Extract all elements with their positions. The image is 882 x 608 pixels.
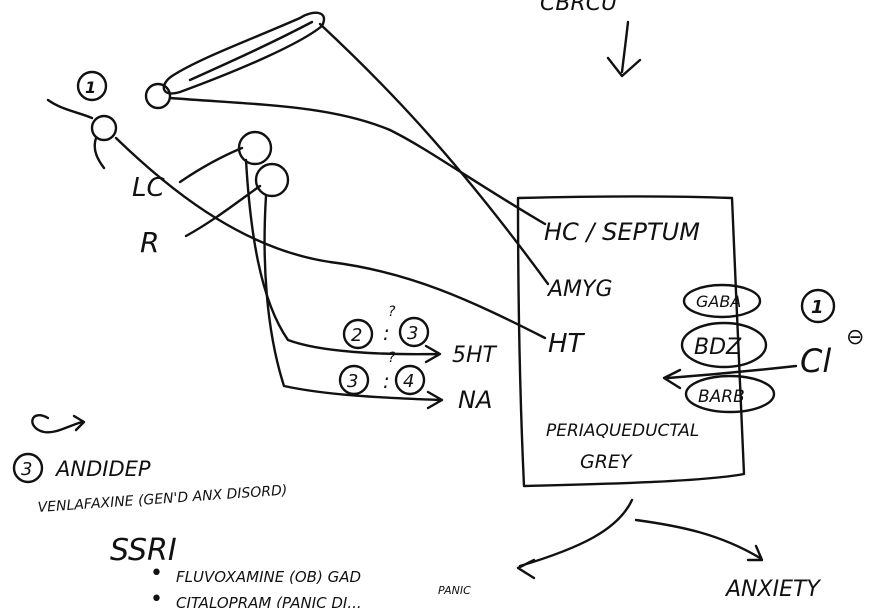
notes-line1: VENLAFAXINE (GEN'D ANX DISORD) [37, 483, 288, 516]
marker-circle-left [76, 70, 108, 102]
pathway-na [263, 194, 444, 410]
receptor-bdz-ellipse [680, 321, 768, 369]
box-bottom-line2: GREY [580, 451, 633, 473]
marker-left: 1 [85, 78, 96, 97]
lower-nucleus-circle [254, 162, 290, 198]
num-5ht-b: 3 [407, 323, 418, 344]
notes-bullet1-sup: PANIC [438, 584, 471, 597]
lc-pointer [178, 146, 244, 184]
nucleus-inner-stroke [188, 20, 314, 82]
down-arrow [606, 20, 642, 78]
region-box [516, 195, 746, 488]
hook-arrow [31, 414, 86, 434]
projection-to-ht [114, 136, 547, 340]
arrow-to-notes [516, 498, 634, 580]
target-na: NA [458, 386, 492, 414]
output-anxiety: ANXIETY [724, 577, 821, 602]
lc-circle [90, 114, 118, 142]
brainstem-outline [46, 98, 106, 170]
header-fragment: CBRCU [540, 0, 617, 16]
marker-right: 1 [811, 297, 824, 318]
notes-number: 3 [21, 459, 32, 480]
question-5ht: ? [388, 304, 396, 320]
marker-circle-right [800, 288, 836, 324]
ion-charge: ⊖ [846, 325, 864, 350]
num-circle-na-a [338, 364, 370, 396]
receptor-bdz: BDZ [694, 335, 742, 360]
receptor-barb-ellipse [684, 374, 776, 414]
pathway-5ht [244, 158, 442, 364]
colon-5ht: : [383, 321, 390, 345]
upper-nucleus-circle [237, 130, 273, 166]
receptor-barb: BARB [698, 387, 745, 407]
ion-arrow [662, 364, 798, 390]
receptor-gaba: GABA [696, 292, 741, 311]
label-r: R [140, 226, 159, 259]
target-5ht: 5HT [452, 343, 498, 368]
num-na-b: 4 [403, 371, 414, 392]
box-bottom-line1: PERIAQUEDUCTAL [546, 421, 699, 441]
notes-bullet-dot-1: • [150, 561, 163, 586]
num-5ht-a: 2 [351, 325, 362, 346]
notes-number-circle [12, 452, 44, 484]
notes-bullet2: CITALOPRAM (PANIC DI... [176, 594, 362, 608]
projection-from-top [318, 22, 550, 286]
num-na-a: 3 [347, 371, 358, 392]
r-pointer [184, 184, 262, 238]
num-circle-5ht-b [398, 316, 430, 348]
box-row-amyg: AMYG [546, 277, 613, 302]
notes-bullet1: FLUVOXAMINE (OB) GAD [176, 568, 361, 586]
num-circle-na-b [394, 364, 426, 396]
box-row-ht: HT [548, 329, 586, 359]
raphe-top-circle [144, 82, 172, 110]
elongated-nucleus [162, 11, 326, 95]
ion-label: Cl [800, 342, 831, 380]
notes-bullet-dot-2: • [150, 587, 163, 608]
num-circle-5ht-a [342, 318, 374, 350]
arrow-to-anxiety [634, 518, 764, 562]
notes-line2: SSRI [110, 533, 177, 568]
projection-to-hc [168, 96, 547, 226]
receptor-gaba-ellipse [682, 283, 762, 319]
notes-heading: ANDIDEP [54, 457, 151, 481]
box-row-hc: HC / SEPTUM [544, 218, 700, 246]
colon-na: : [383, 369, 390, 393]
question-na: ? [388, 350, 396, 366]
